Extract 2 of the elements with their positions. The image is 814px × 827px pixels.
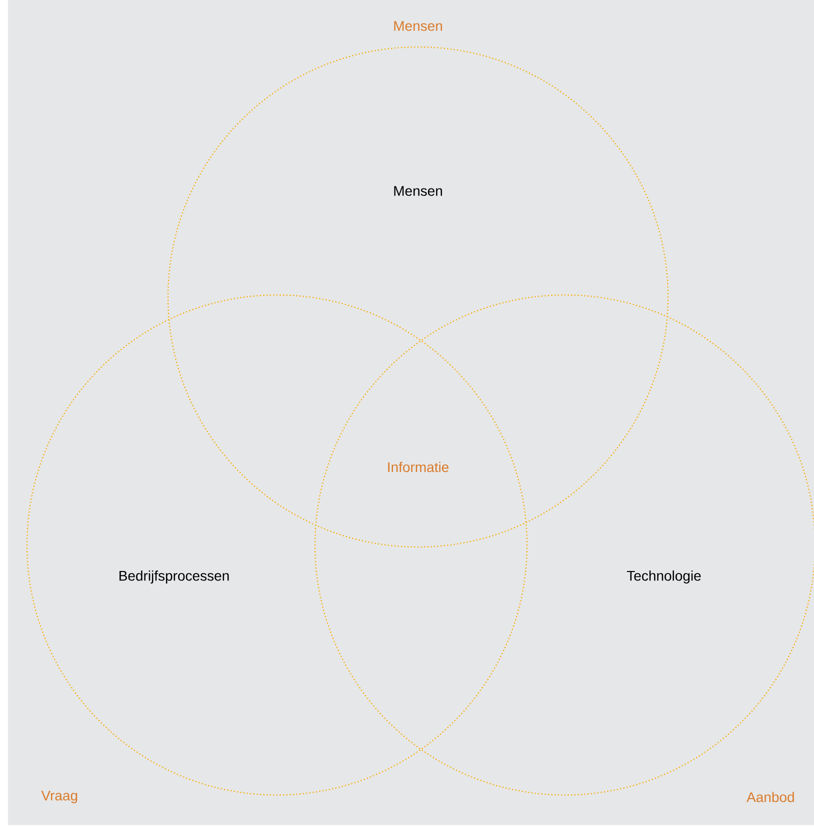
- label: Informatie: [388, 462, 448, 472]
- label: Mensen: [394, 21, 442, 31]
